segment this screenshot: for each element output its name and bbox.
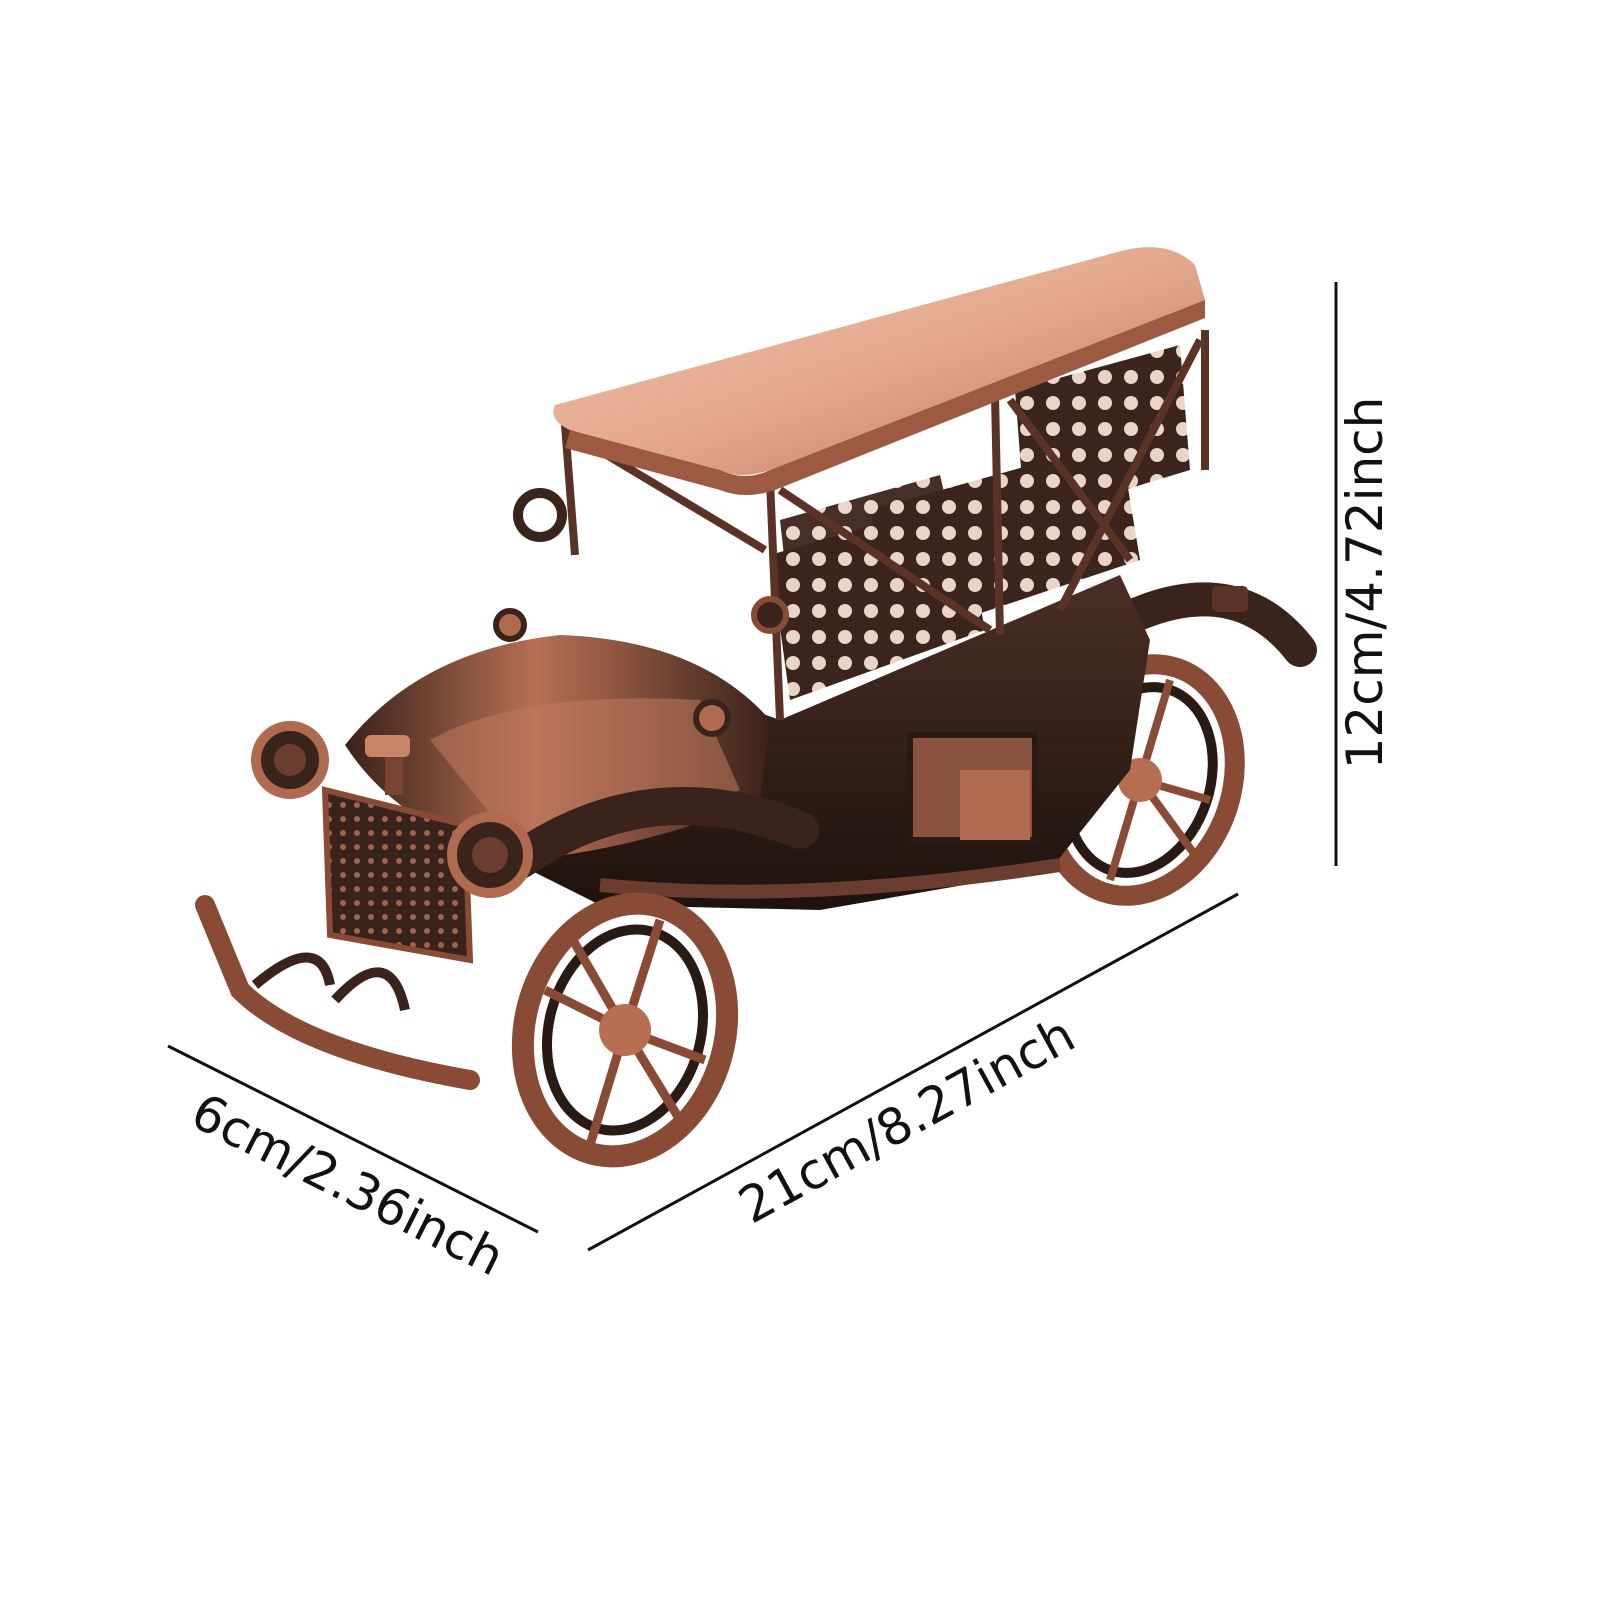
height-dimension-label: 12cm/4.72inch (1336, 397, 1394, 770)
car-roof (553, 247, 1205, 475)
depth-dimension-label: 6cm/2.36inch (182, 1082, 513, 1287)
dimension-line-depth (167, 1044, 539, 1234)
grille (321, 786, 474, 964)
headlight-left (251, 721, 329, 799)
vintage-car-model-icon (195, 247, 1317, 1168)
side-mirror (513, 488, 567, 542)
front-bumper (195, 895, 480, 1090)
front-wheel (511, 892, 739, 1168)
radiator-cap (365, 735, 410, 757)
headlight-right (447, 812, 533, 898)
length-dimension-label: 21cm/8.27inch (729, 1005, 1084, 1235)
dimension-line-length (587, 892, 1239, 1252)
